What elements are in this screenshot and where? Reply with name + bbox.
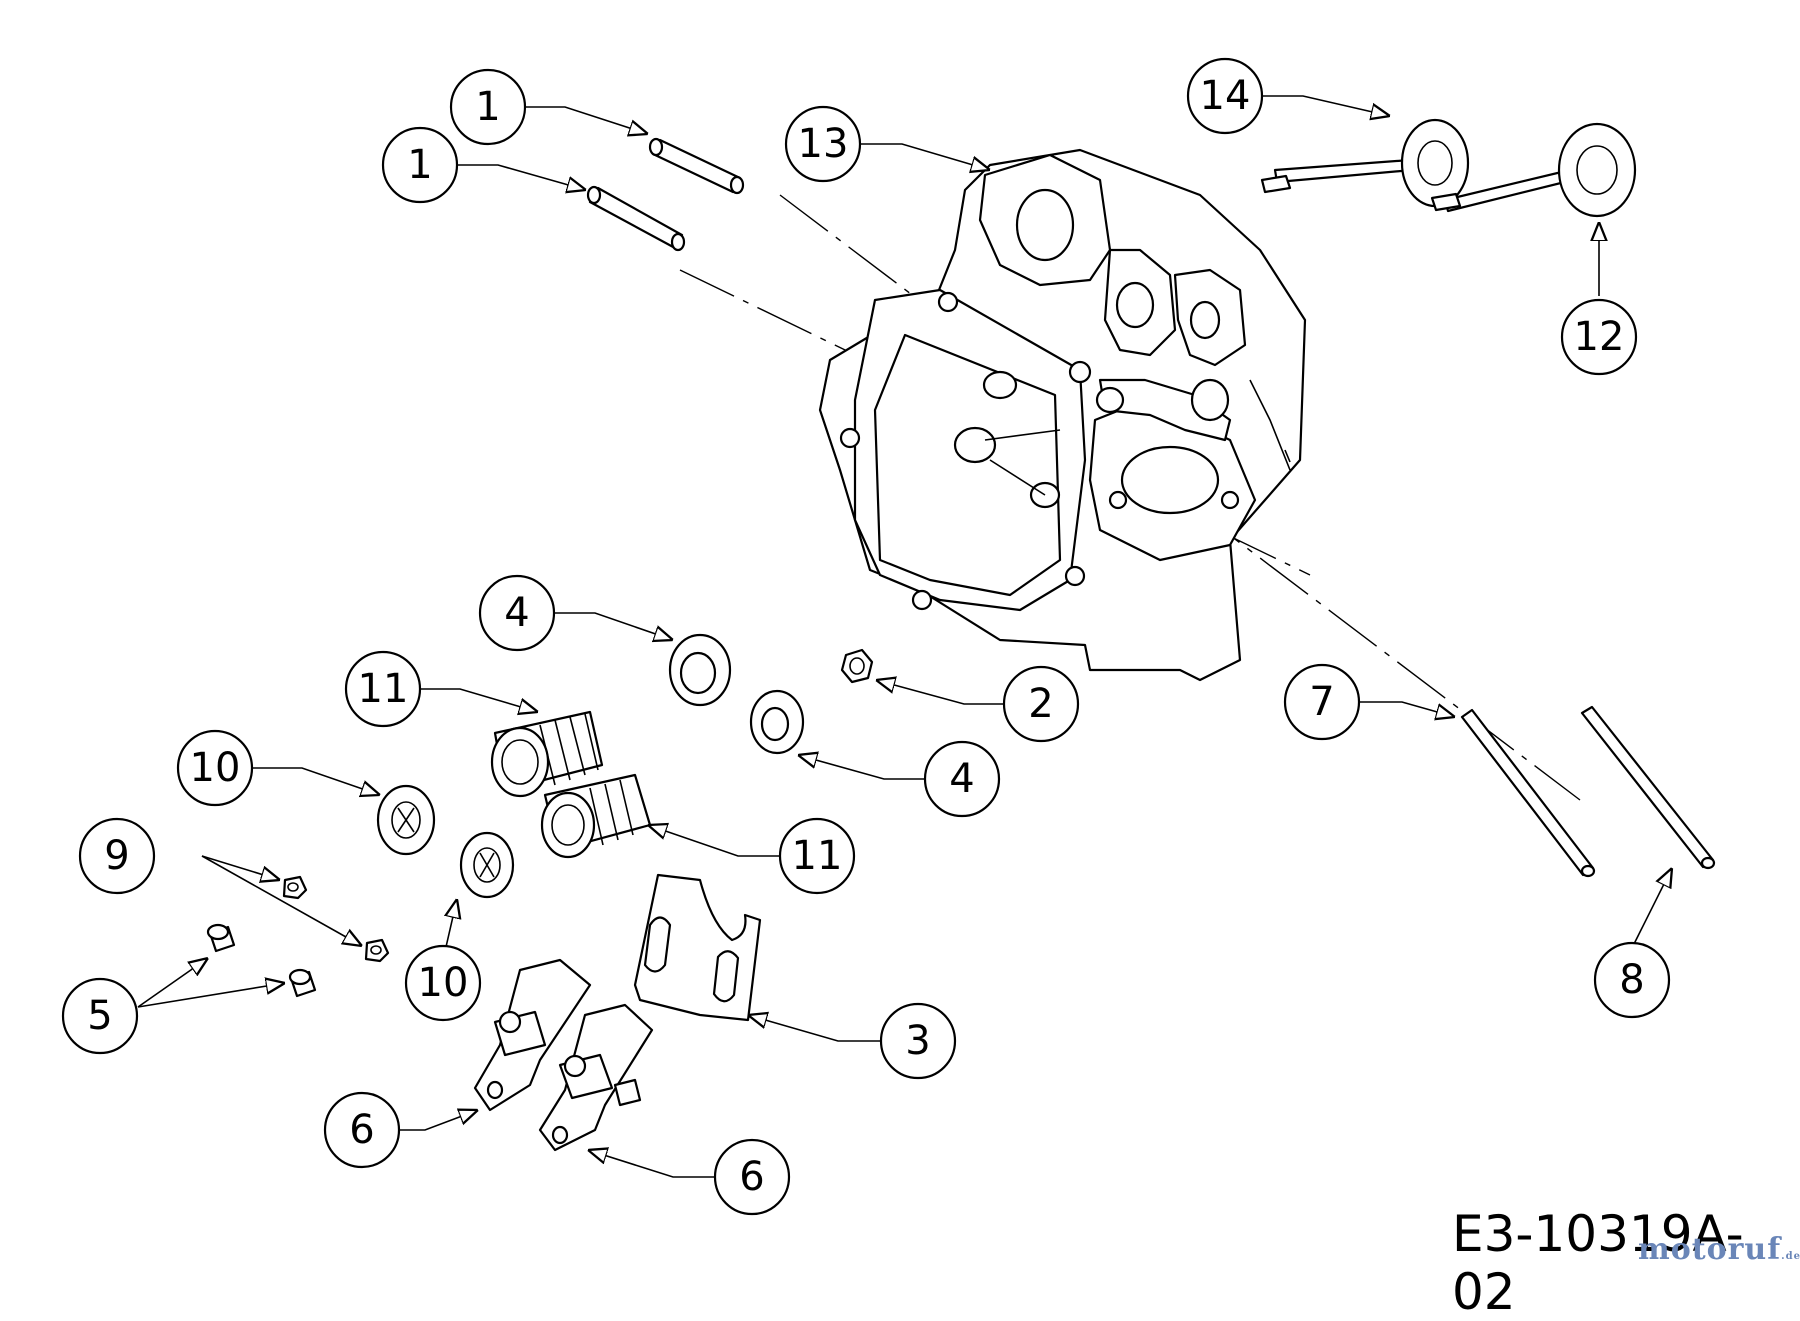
watermark-tld: .de: [1781, 1251, 1800, 1262]
spring-seat-upper: [668, 633, 732, 707]
callout-4-upper-label: 4: [504, 590, 529, 636]
callout-2: 2: [1002, 665, 1080, 743]
push-rod-7: [1460, 708, 1596, 878]
callout-12: 12: [1560, 298, 1638, 376]
callout-5-label: 5: [87, 993, 112, 1039]
callout-14: 14: [1186, 57, 1264, 135]
callout-7: 7: [1283, 663, 1361, 741]
callout-3-label: 3: [905, 1018, 930, 1064]
callout-3: 3: [879, 1002, 957, 1080]
callout-10-lower-label: 10: [418, 960, 469, 1006]
callout-11-lower-label: 11: [792, 833, 843, 879]
callout-2-label: 2: [1028, 681, 1053, 727]
callout-1-lower: 1: [381, 126, 459, 204]
callout-11-upper-label: 11: [358, 666, 409, 712]
callout-13-label: 13: [798, 121, 849, 167]
rocker-arm-left: [473, 958, 592, 1112]
guide-plate: [633, 873, 762, 1022]
nut-2: [840, 648, 874, 684]
callout-4-lower: 4: [923, 740, 1001, 818]
guide-pin-lower: [586, 185, 686, 252]
callout-11-lower: 11: [778, 817, 856, 895]
callout-10-lower: 10: [404, 944, 482, 1022]
watermark-logo: motoruf.de: [1638, 1232, 1800, 1267]
valve-cap-upper: [206, 923, 236, 953]
guide-pin-upper: [648, 137, 745, 195]
callout-6-right-label: 6: [739, 1154, 764, 1200]
callout-8: 8: [1593, 941, 1671, 1019]
nut-9-upper: [282, 875, 308, 900]
callout-4-lower-label: 4: [949, 756, 974, 802]
watermark-brand: motoruf: [1638, 1232, 1782, 1267]
callout-1-upper: 1: [449, 68, 527, 146]
callout-8-label: 8: [1619, 957, 1644, 1003]
push-rod-8: [1580, 705, 1716, 870]
intake-valve: [1430, 122, 1637, 218]
valve-spring-lower: [540, 773, 652, 859]
leader-lines: [137, 95, 1672, 1178]
rocker-arm-right: [538, 1003, 654, 1152]
cylinder-head: [818, 148, 1307, 682]
callout-10-upper-label: 10: [190, 745, 241, 791]
callout-1-lower-label: 1: [407, 142, 432, 188]
callout-10-upper: 10: [176, 729, 254, 807]
exhaust-valve: [1260, 118, 1470, 208]
callout-9-label: 9: [104, 833, 129, 879]
callout-9: 9: [78, 817, 156, 895]
spring-retainer-upper: [376, 784, 436, 856]
callout-6-right: 6: [713, 1138, 791, 1216]
exploded-parts-diagram: 1 1 13 14 12 4 11 2 4 10 9 11: [61, 57, 1716, 1216]
nut-9-lower: [364, 938, 390, 963]
spring-retainer-lower: [459, 831, 515, 899]
callout-1-upper-label: 1: [475, 84, 500, 130]
callout-11-upper: 11: [344, 650, 422, 728]
callout-13: 13: [784, 105, 862, 183]
callout-7-label: 7: [1309, 679, 1334, 725]
callout-4-upper: 4: [478, 574, 556, 652]
callout-5: 5: [61, 977, 139, 1055]
callout-12-label: 12: [1574, 314, 1625, 360]
spring-seat-lower: [749, 689, 805, 755]
callout-14-label: 14: [1200, 73, 1251, 119]
callout-6-left-label: 6: [349, 1107, 374, 1153]
callout-6-left: 6: [323, 1091, 401, 1169]
valve-spring-upper: [490, 710, 604, 798]
valve-cap-lower: [288, 968, 317, 998]
